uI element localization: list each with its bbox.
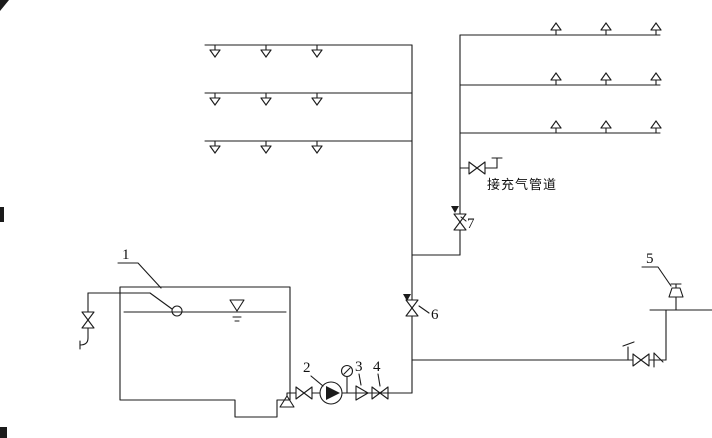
- upright-sprinkler-icon: [650, 72, 662, 86]
- upright-sprinkler-icon: [550, 72, 562, 86]
- label-7-valve: 7: [467, 216, 475, 232]
- alarm-assembly: [649, 283, 712, 311]
- pendent-sprinkler-icon: [311, 44, 323, 58]
- alarm-line-valve-icon: [632, 353, 650, 367]
- valve-7-actuator-icon: [451, 206, 459, 213]
- upright-sprinkler-icon: [600, 72, 612, 86]
- upright-sprinkler-icon: [600, 120, 612, 134]
- pump-line: [279, 364, 413, 408]
- dry-riser-pipe: [411, 34, 461, 256]
- air-pipe-annotation: 接充气管道: [487, 177, 557, 192]
- leader-lines: [117, 216, 672, 387]
- pendent-sprinkler-icon: [311, 92, 323, 106]
- suction-strainer-icon: [279, 395, 295, 408]
- label-3-check-valve: 3: [355, 359, 363, 375]
- valve-6-actuator-icon: [403, 294, 411, 301]
- pressure-gauge-icon: [340, 364, 354, 378]
- suction-valve-icon: [295, 386, 313, 400]
- pendent-sprinkler-icon: [311, 140, 323, 154]
- air-valve-icon: [468, 161, 486, 175]
- water-level-symbol-icon: [229, 299, 245, 312]
- tank-outline: [119, 286, 291, 418]
- alarm-bell-icon: [668, 287, 684, 298]
- upright-sprinkler-icons: [550, 22, 662, 134]
- pendent-sprinkler-icon: [260, 44, 272, 58]
- dry-pipe-valve-7-icon: [453, 213, 467, 231]
- label-1-tank: 1: [122, 247, 130, 263]
- label-6-valve: 6: [431, 307, 439, 323]
- pendent-sprinkler-icon: [209, 92, 221, 106]
- signal-valve-6-icon: [405, 299, 419, 317]
- labels-layer: 1 2 3 4 5 6 7 接充气管道: [122, 177, 654, 376]
- pendent-sprinkler-icon: [260, 92, 272, 106]
- dry-pipe-branches: [459, 34, 661, 134]
- water-tank: [119, 286, 291, 418]
- pendent-sprinkler-icon: [209, 140, 221, 154]
- scan-artifacts: [0, 0, 9, 438]
- upright-sprinkler-icon: [550, 120, 562, 134]
- check-valve-3-icon: [355, 385, 369, 401]
- inlet-valve-icon: [81, 311, 95, 329]
- pendent-sprinkler-icons: [209, 44, 323, 154]
- cross-main-pipe: [411, 309, 667, 368]
- float-ball-icon: [171, 305, 183, 317]
- label-4-gate-valve: 4: [373, 359, 381, 375]
- upright-sprinkler-icon: [650, 120, 662, 134]
- pump-impeller-icon: [326, 386, 340, 400]
- tank-inlet-pipe: [79, 292, 121, 350]
- label-2-pump: 2: [303, 360, 311, 376]
- upright-sprinkler-icon: [600, 22, 612, 36]
- upright-sprinkler-icon: [650, 22, 662, 36]
- pendent-sprinkler-icon: [209, 44, 221, 58]
- upright-sprinkler-icon: [550, 22, 562, 36]
- wet-pipe-branches: [204, 44, 413, 142]
- pendent-sprinkler-icon: [260, 140, 272, 154]
- label-5-alarm: 5: [646, 251, 654, 267]
- air-charging-branch: [459, 157, 503, 175]
